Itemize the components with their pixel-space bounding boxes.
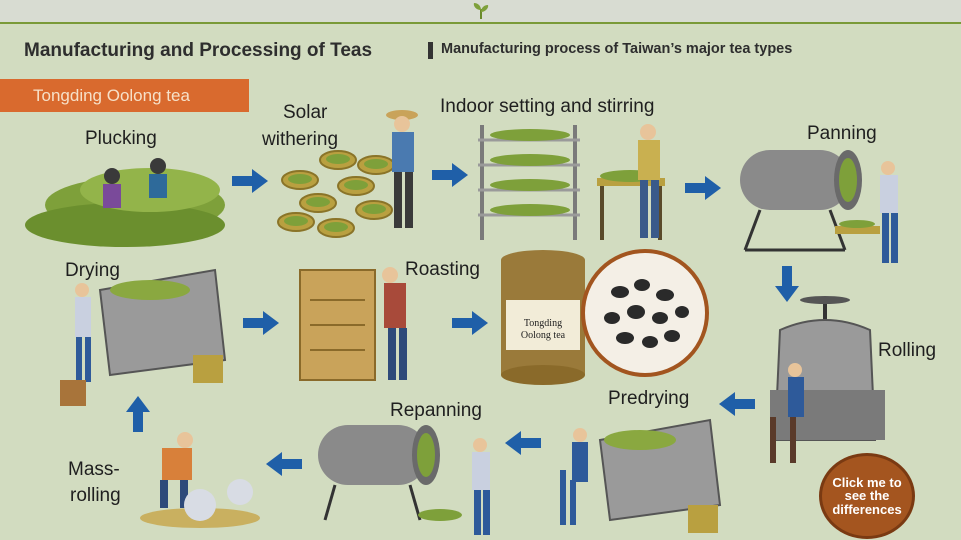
page-title: Manufacturing and Processing of Teas xyxy=(24,40,373,61)
step-label-repanning: Repanning xyxy=(390,400,482,421)
arrow-right-icon xyxy=(432,163,468,187)
dried-tea-leaves xyxy=(581,249,709,377)
roasting-illustration xyxy=(299,267,407,381)
panning-illustration xyxy=(740,150,898,263)
arrow-right-icon xyxy=(232,169,268,193)
arrow-left-icon xyxy=(505,431,541,455)
step-label-mass-rolling-line2: rolling xyxy=(70,485,121,506)
solar-withering-illustration xyxy=(277,110,418,238)
arrow-left-icon xyxy=(719,392,755,416)
tea-leaf-icon xyxy=(473,3,489,19)
plucking-illustration xyxy=(25,158,225,247)
mass-rolling-illustration xyxy=(140,432,260,528)
title-divider xyxy=(428,42,433,59)
compare-button[interactable]: Click me to see the differences xyxy=(822,456,912,536)
tea-type-tag: Tongding Oolong tea xyxy=(0,79,249,112)
rolling-illustration xyxy=(770,296,885,463)
indoor-setting-illustration xyxy=(478,124,665,240)
step-label-roasting: Roasting xyxy=(405,259,480,280)
repanning-illustration xyxy=(318,425,490,535)
arrow-right-icon xyxy=(685,176,721,200)
step-label-drying: Drying xyxy=(65,260,120,281)
arrow-right-icon xyxy=(243,311,279,335)
drying-illustration xyxy=(60,268,227,406)
tea-canister xyxy=(501,250,585,385)
step-label-rolling: Rolling xyxy=(878,340,937,361)
predrying-illustration xyxy=(560,418,722,533)
step-label-plucking: Plucking xyxy=(85,128,157,149)
arrow-left-icon xyxy=(266,452,302,476)
canister-label: Tongding Oolong tea xyxy=(520,318,566,341)
step-label-predrying: Predrying xyxy=(608,388,690,409)
step-label-mass-rolling-line1: Mass- xyxy=(68,459,120,480)
arrow-up-icon xyxy=(126,396,150,432)
step-label-indoor-setting: Indoor setting and stirring xyxy=(440,96,655,117)
arrow-right-icon xyxy=(452,311,488,335)
step-label-solar-withering-line1: Solar xyxy=(283,102,328,123)
arrow-down-icon xyxy=(775,266,799,302)
compare-button-label: Click me to see the differences xyxy=(832,474,902,517)
step-label-panning: Panning xyxy=(807,123,877,144)
step-label-solar-withering-line2: withering xyxy=(262,129,339,150)
page-subtitle: Manufacturing process of Taiwan’s major … xyxy=(441,41,793,57)
